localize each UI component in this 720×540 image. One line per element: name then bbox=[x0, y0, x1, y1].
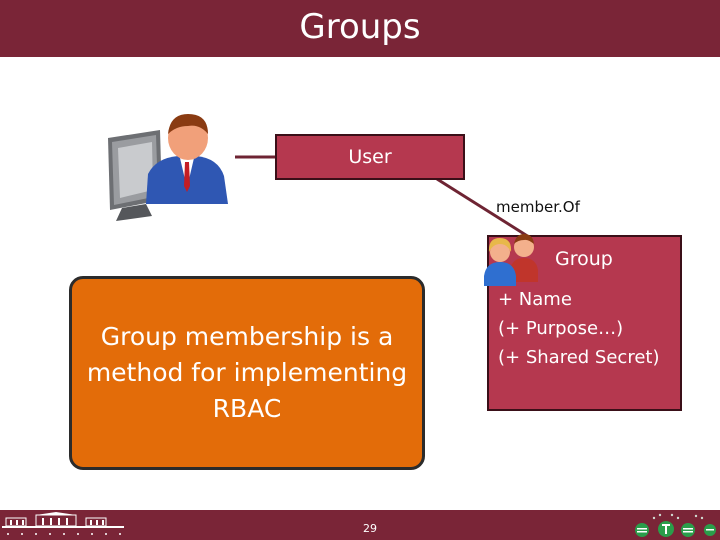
group-class-attributes: + Name (+ Purpose…) (+ Shared Secret) bbox=[487, 280, 682, 411]
user-class-label: User bbox=[348, 146, 392, 168]
group-attribute-shared-secret: (+ Shared Secret) bbox=[498, 347, 660, 368]
department-logo-icon bbox=[635, 513, 716, 537]
page-number: 29 bbox=[363, 522, 377, 535]
university-building-logo-icon bbox=[2, 512, 124, 535]
group-attribute-purpose: (+ Purpose…) bbox=[498, 318, 624, 339]
rbac-callout-box: Group membership is a method for impleme… bbox=[69, 276, 425, 470]
group-attribute-name: + Name bbox=[498, 289, 572, 310]
computer-user-icon bbox=[108, 114, 228, 221]
group-people-icon bbox=[484, 234, 538, 286]
title-bar: Groups bbox=[0, 0, 720, 57]
slide-title: Groups bbox=[299, 6, 421, 47]
rbac-callout-text: Group membership is a method for impleme… bbox=[86, 322, 408, 423]
group-class-label: Group bbox=[555, 248, 613, 270]
member-of-label: member.Of bbox=[496, 198, 580, 216]
user-class-box: User bbox=[275, 134, 465, 180]
